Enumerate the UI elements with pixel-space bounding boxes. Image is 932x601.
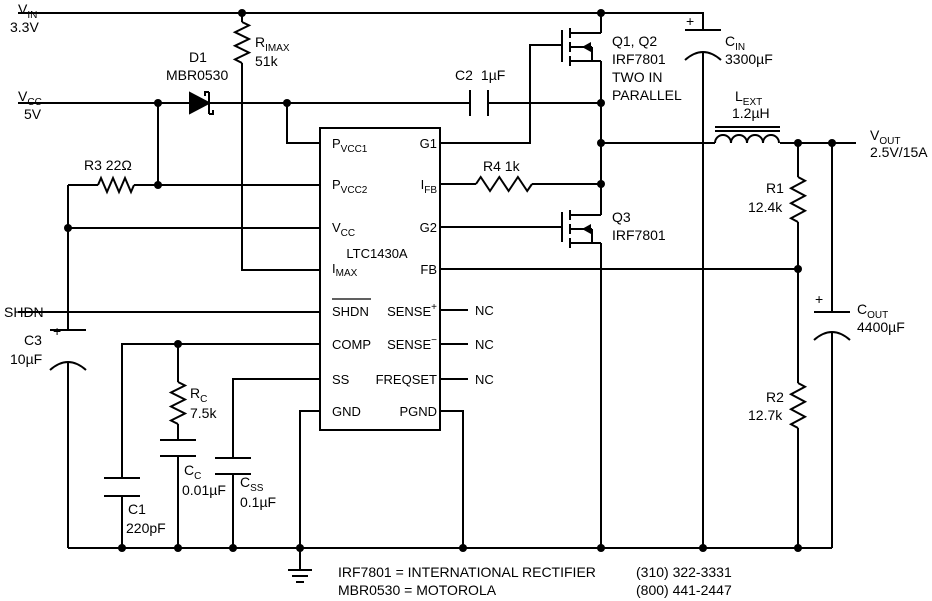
c2-capacitor: [469, 90, 489, 116]
d1-label: D1: [189, 49, 207, 65]
vin-label: VIN: [18, 1, 37, 21]
d1-part: MBR0530: [166, 67, 228, 83]
css-label: CSS: [240, 474, 264, 494]
r3-label: R3 22Ω: [84, 157, 132, 173]
cc-value: 0.01µF: [182, 482, 226, 498]
q3-label-line2: IRF7801: [612, 227, 666, 243]
pin-g1: G1: [420, 136, 437, 151]
q1-label-line4: PARALLEL: [612, 87, 682, 103]
nc-label-freqset: NC: [475, 372, 494, 387]
ic-body: [319, 127, 441, 431]
vcc-value: 5V: [24, 106, 42, 122]
cin-plus: +: [686, 13, 694, 29]
pin-freqset: FREQSET: [376, 372, 437, 387]
pin-ss: SS: [332, 372, 350, 387]
q1-label-line1: Q1, Q2: [612, 33, 657, 49]
pin-comp: COMP: [332, 337, 371, 352]
c1-value: 220pF: [126, 520, 166, 536]
q3-label-line1: Q3: [612, 209, 631, 225]
pin-g2: G2: [420, 220, 437, 235]
r1-resistor: [788, 176, 808, 223]
c3-value: 10µF: [10, 351, 42, 367]
r4-resistor: [475, 175, 533, 193]
vout-label: VOUT: [870, 127, 900, 147]
vout-value: 2.5V/15A: [870, 144, 928, 160]
ground-symbol: [288, 569, 312, 583]
rimax-resistor: [232, 21, 252, 64]
ic-name: LTC1430A: [346, 246, 408, 261]
r2-label: R2: [766, 389, 784, 405]
note-irf7801: IRF7801 = INTERNATIONAL RECTIFIER: [338, 564, 596, 580]
nc-label-sense-plus: NC: [475, 303, 494, 318]
c3-capacitor: [49, 329, 87, 371]
pin-sense-plus: SENSE+: [387, 302, 437, 319]
lext-inductor: [714, 126, 780, 144]
pin-vcc: VCC: [332, 220, 355, 239]
pin-pvcc1: PVCC1: [332, 136, 368, 155]
q3-mosfet: [561, 200, 602, 248]
junction-dots: [64, 9, 836, 552]
rc-resistor: [168, 381, 188, 425]
rimax-label: RIMAX: [255, 34, 290, 54]
pin-sense-minus: SENSE−: [387, 335, 437, 352]
rc-value: 7.5k: [190, 405, 217, 421]
r3-resistor: [97, 175, 135, 195]
rc-label: RC: [190, 385, 207, 405]
pin-pvcc2: PVCC2: [332, 177, 368, 196]
lext-value: 1.2µH: [732, 105, 770, 121]
cout-capacitor: [813, 311, 851, 341]
pin-shdn: SHDN: [332, 304, 369, 319]
d1-schottky-diode: [189, 91, 226, 115]
pin-ifb: IFB: [421, 177, 438, 196]
r1-value: 12.4k: [748, 199, 783, 215]
note-mbr0530: MBR0530 = MOTOROLA: [338, 582, 497, 598]
c1-capacitor: [104, 477, 140, 497]
c1-label: C1: [128, 501, 146, 517]
r4-label: R4 1k: [483, 158, 521, 174]
note-irf7801-phone: (310) 322-3331: [636, 564, 732, 580]
cout-value: 4400µF: [857, 319, 905, 335]
q1-label-line3: TWO IN: [612, 69, 663, 85]
lext-label: LEXT: [735, 88, 762, 108]
cout-label: COUT: [857, 301, 888, 321]
cin-capacitor: [684, 29, 722, 61]
pin-gnd: GND: [332, 404, 361, 419]
rimax-value: 51k: [255, 53, 279, 69]
pin-fb: FB: [420, 262, 437, 277]
pin-pgnd: PGND: [399, 404, 437, 419]
nc-label-sense-minus: NC: [475, 337, 494, 352]
c3-label: C3: [24, 332, 42, 348]
cin-value: 3300µF: [725, 51, 773, 67]
cc-capacitor: [160, 439, 196, 457]
r2-resistor: [788, 382, 808, 429]
vcc-label: VCC: [18, 88, 42, 108]
c3-plus: +: [53, 323, 61, 339]
css-value: 0.1µF: [240, 494, 276, 510]
cout-plus: +: [815, 291, 823, 307]
cin-label: CIN: [725, 33, 745, 53]
r2-value: 12.7k: [748, 407, 783, 423]
cc-label: CC: [184, 462, 201, 482]
vin-value: 3.3V: [10, 19, 39, 35]
r1-label: R1: [766, 180, 784, 196]
q1-label-line2: IRF7801: [612, 51, 666, 67]
note-mbr0530-phone: (800) 441-2447: [636, 582, 732, 598]
q1-q2-mosfet: [561, 28, 602, 72]
css-capacitor: [215, 457, 251, 475]
shdn-net-label: SHDN: [4, 304, 44, 320]
pin-imax: IMAX: [332, 261, 358, 279]
